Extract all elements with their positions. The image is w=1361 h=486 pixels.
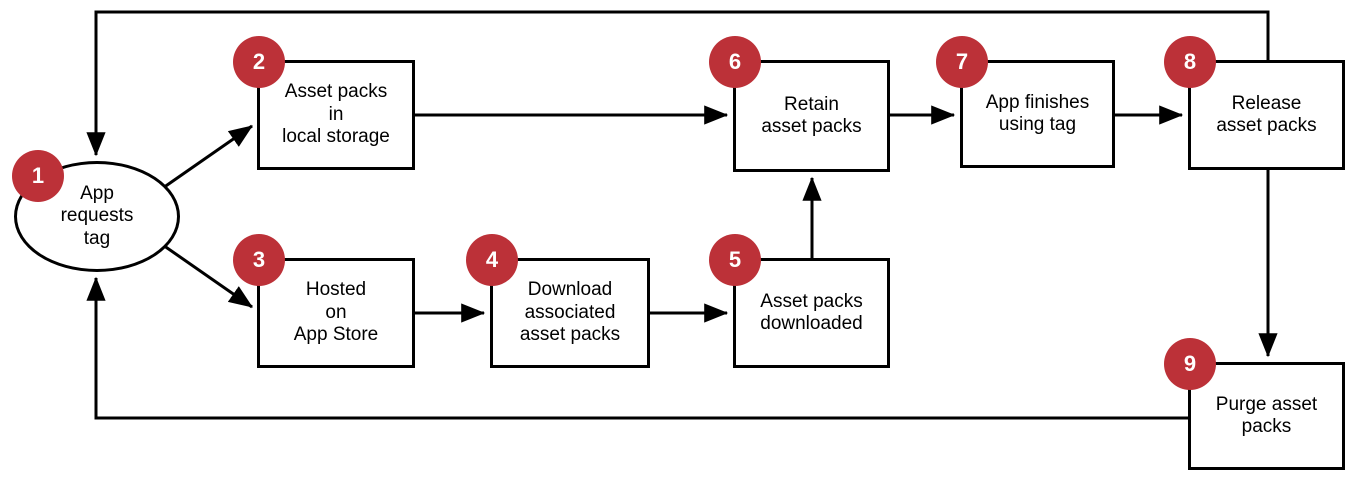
node-2-label: Asset packs in local storage: [282, 81, 390, 148]
node-3-label: Hosted on App Store: [293, 279, 379, 346]
node-4-label: Download associated asset packs: [519, 279, 621, 346]
node-2[interactable]: Asset packs in local storage: [257, 60, 415, 170]
node-4[interactable]: Download associated asset packs: [490, 258, 650, 368]
node-1-label: App requests tag: [60, 182, 134, 249]
node-8-label: Release asset packs: [1216, 92, 1317, 136]
step-badge-8: 8: [1164, 36, 1216, 88]
step-badge-6: 6: [709, 36, 761, 88]
edge-n8-to-n1: [86, 10, 1270, 157]
node-3[interactable]: Hosted on App Store: [257, 258, 415, 368]
step-badge-1: 1: [12, 150, 64, 202]
edge-n9-to-n1: [86, 276, 1188, 420]
step-badge-4: 4: [466, 234, 518, 286]
step-badge-9: 9: [1164, 338, 1216, 390]
node-6[interactable]: Retain asset packs: [733, 60, 890, 172]
node-7[interactable]: App finishes using tag: [960, 60, 1115, 168]
step-badge-2: 2: [233, 36, 285, 88]
node-9-label: Purge asset packs: [1215, 393, 1318, 437]
node-7-label: App finishes using tag: [985, 91, 1090, 135]
node-6-label: Retain asset packs: [761, 93, 862, 137]
step-badge-5: 5: [709, 234, 761, 286]
step-badge-7: 7: [936, 36, 988, 88]
node-9[interactable]: Purge asset packs: [1188, 362, 1345, 470]
edge-n1-to-n3: [159, 241, 253, 309]
node-5[interactable]: Asset packs downloaded: [733, 258, 890, 368]
step-badge-3: 3: [233, 234, 285, 286]
node-5-label: Asset packs downloaded: [760, 290, 863, 334]
edge-n1-to-n2: [159, 124, 253, 192]
node-8[interactable]: Release asset packs: [1188, 60, 1345, 170]
